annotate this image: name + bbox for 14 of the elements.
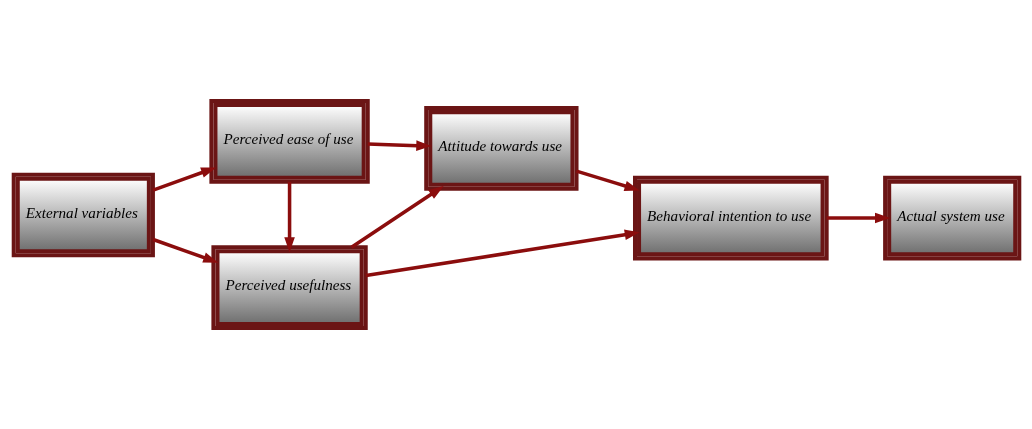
arrow [350,186,444,249]
node-box: Behavioral intention to use [632,175,829,261]
arrow [283,181,295,253]
arrow [152,167,216,192]
arrow [365,229,640,278]
node-box: External variables [11,172,155,258]
node-box: Attitude towards use [423,106,579,191]
node-box: Perceived ease of use [208,99,370,184]
arrow [826,212,890,224]
arrow [152,237,218,263]
node-box: Perceived usefulness [210,245,368,330]
arrow [367,140,431,151]
node-box: Actual system use [882,175,1021,261]
arrow [575,169,640,192]
